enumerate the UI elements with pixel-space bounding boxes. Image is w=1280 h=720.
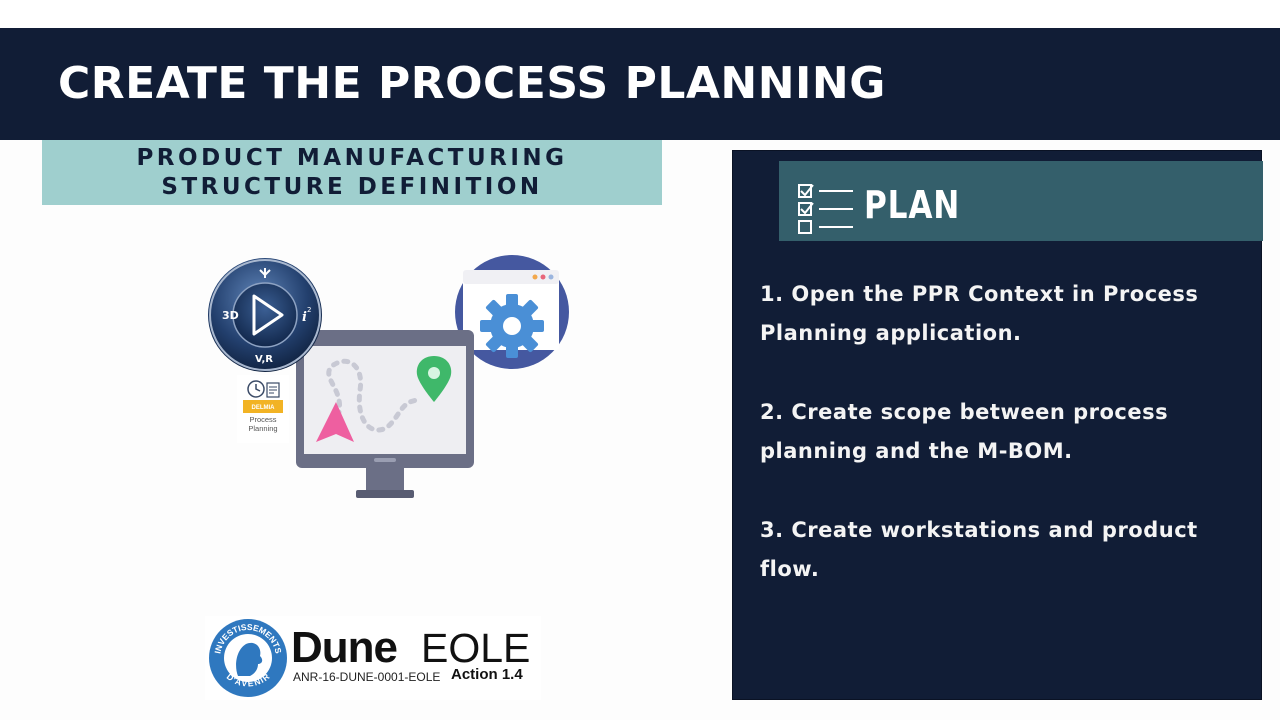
slide-title: CREATE THE PROCESS PLANNING: [58, 58, 886, 109]
header-bar: CREATE THE PROCESS PLANNING: [0, 28, 1280, 140]
delmia-app-icon: DELMIA: [243, 380, 283, 413]
logo-action: Action 1.4: [451, 666, 523, 683]
subtitle-box: PRODUCT MANUFACTURING STRUCTURE DEFINITI…: [42, 140, 662, 205]
compass-3dexperience-icon: 3D V,R i 2: [208, 258, 322, 372]
location-pin-icon: [416, 356, 452, 402]
seal-bottom-text: D'AVENIR: [225, 671, 272, 688]
compass-right-sup: 2: [307, 306, 311, 314]
checklist-icon: [798, 184, 853, 234]
navigation-arrow-icon: [316, 402, 354, 442]
plan-header: PLAN: [779, 161, 1263, 241]
plan-title: PLAN: [864, 183, 961, 227]
logo-name-2: EOLE: [421, 625, 531, 671]
plan-steps-list: 1. Open the PPR Context in Process Plann…: [760, 275, 1240, 629]
wifi-icon: [259, 268, 271, 278]
logo-project-code: ANR-16-DUNE-0001-EOLE: [293, 670, 441, 684]
monitor-map-icon: [296, 255, 569, 498]
compass-bottom-label: V,R: [255, 354, 273, 365]
subtitle-line-1: PRODUCT MANUFACTURING: [136, 145, 568, 171]
dune-eole-logo: INVESTISSEMENTS D'AVENIR Dune EOLE ANR-1…: [205, 616, 541, 700]
compass-left-label: 3D: [222, 309, 239, 322]
subtitle-line-2: STRUCTURE DEFINITION: [161, 174, 543, 200]
svg-text:D'AVENIR: D'AVENIR: [225, 671, 272, 688]
logo-name: Dune: [291, 623, 398, 672]
process-planning-illustration: 3D V,R i 2 DELMIA Process Planning: [200, 250, 580, 505]
plan-step-1: 1. Open the PPR Context in Process Plann…: [760, 282, 1199, 345]
gear-icon: [480, 294, 544, 358]
process-planning-app-tile[interactable]: DELMIA Process Planning: [237, 375, 289, 443]
app-tile-label-line-1: Process: [249, 415, 277, 424]
app-tile-brand: DELMIA: [252, 405, 276, 411]
app-tile-label-line-2: Planning: [248, 424, 278, 433]
top-strip: [0, 0, 1280, 28]
compass-right-label: i: [302, 310, 307, 325]
plan-step-3: 3. Create workstations and product flow.: [760, 518, 1198, 581]
investissements-avenir-seal: INVESTISSEMENTS D'AVENIR: [209, 619, 287, 697]
plan-step-2: 2. Create scope between process planning…: [760, 400, 1169, 463]
plan-panel: PLAN 1. Open the PPR Context in Process …: [732, 150, 1263, 700]
